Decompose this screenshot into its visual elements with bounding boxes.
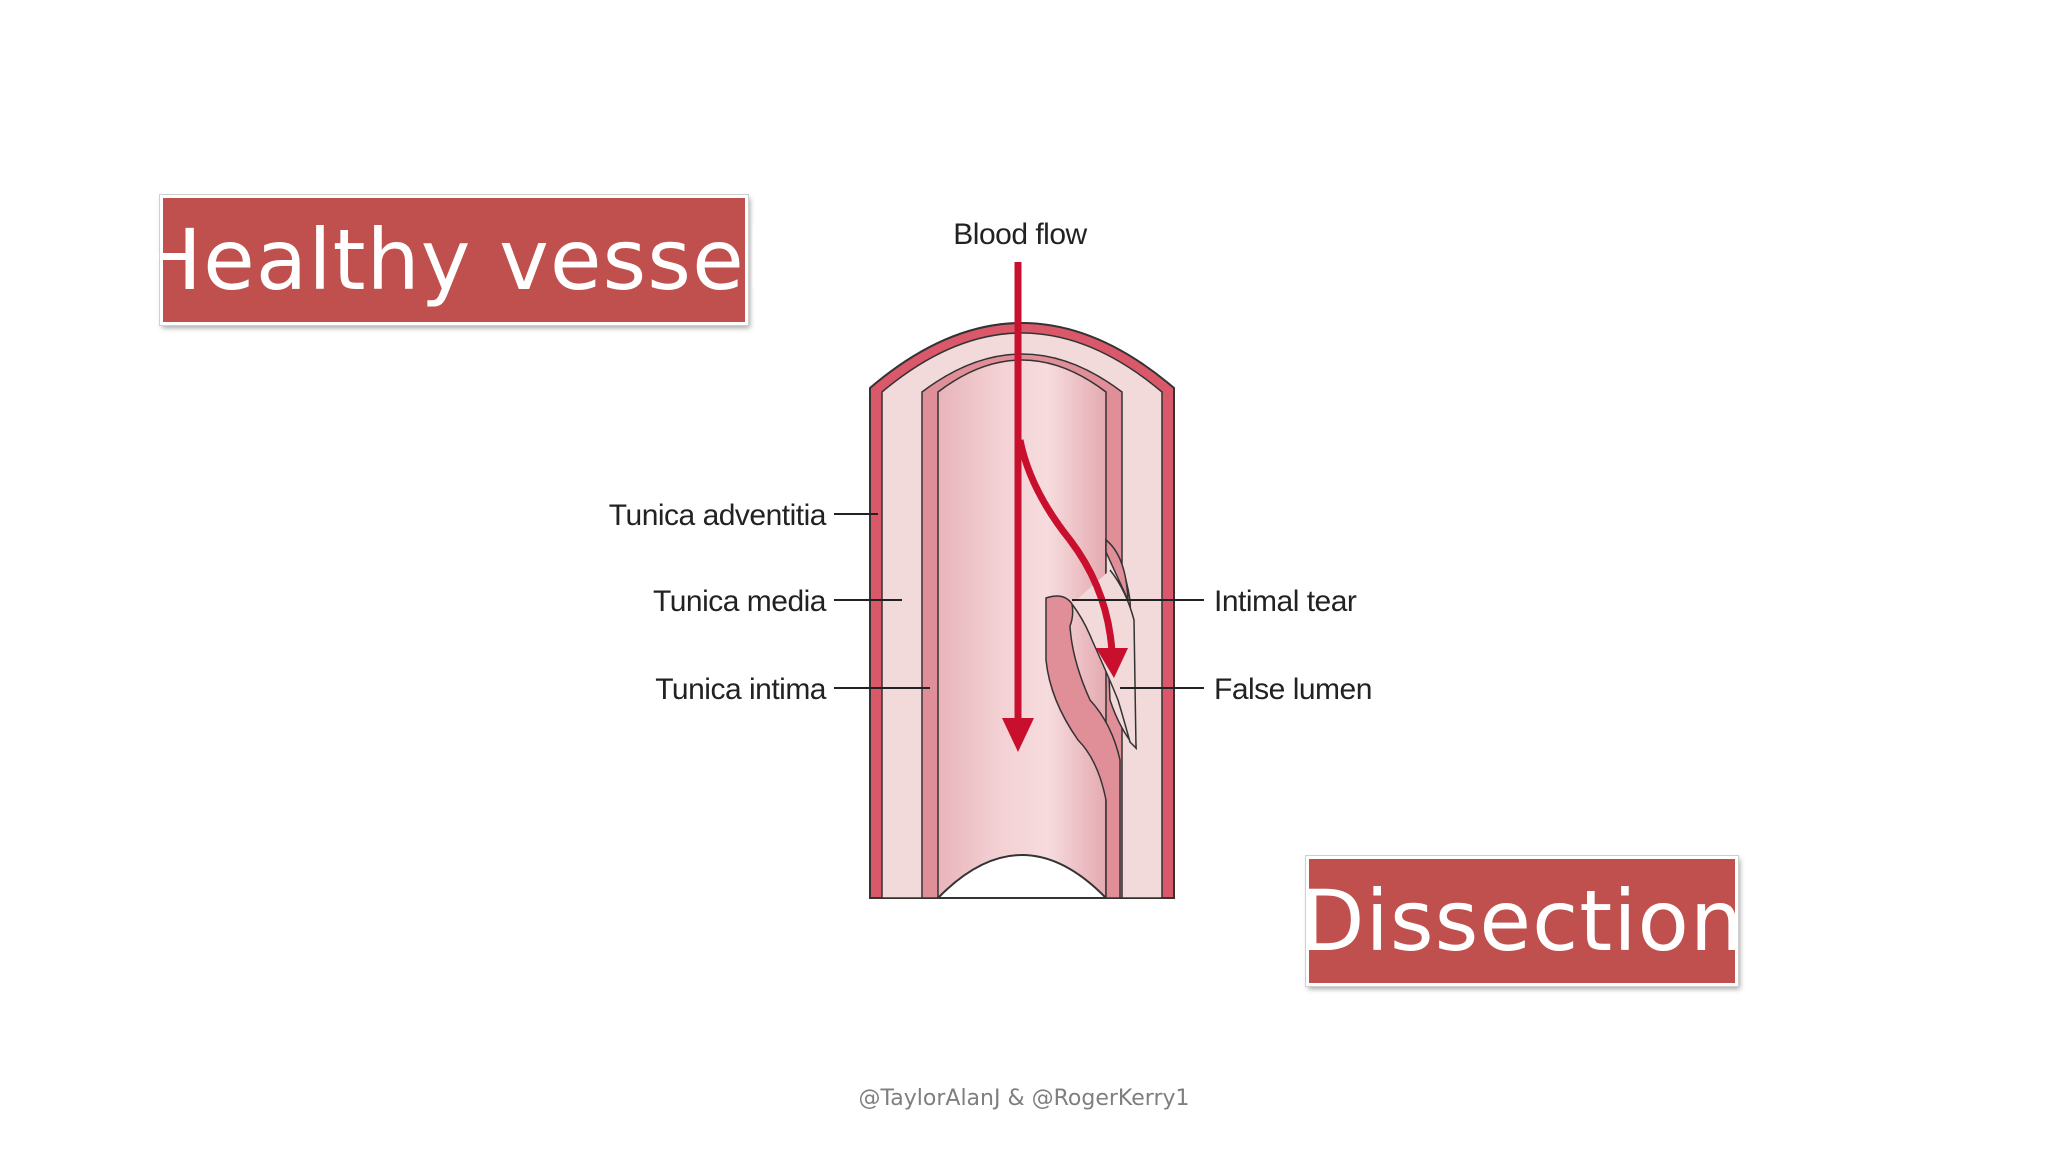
label-tunica-intima: Tunica intima	[655, 673, 827, 706]
blood-flow-label: Blood flow	[953, 218, 1087, 251]
dissection-label: Dissection	[1300, 855, 1743, 987]
blood-flow-arrow-false-lumen	[1016, 439, 1116, 653]
label-intimal-tear: Intimal tear	[1214, 585, 1357, 618]
blood-flow-arrowhead-main	[1002, 718, 1034, 752]
lumen-opening	[935, 854, 1109, 899]
vessel-lumen	[937, 359, 1107, 899]
label-false-lumen: False lumen	[1214, 673, 1372, 706]
label-tunica-adventitia: Tunica adventitia	[609, 499, 827, 532]
blood-flow-arrowhead-false-lumen	[1096, 648, 1128, 678]
label-tunica-media: Tunica media	[653, 585, 827, 618]
healthy-vessel-label: Healthy vessel	[139, 194, 768, 326]
footer-credit: @TaylorAlanJ & @RogerKerry1	[858, 1086, 1190, 1111]
